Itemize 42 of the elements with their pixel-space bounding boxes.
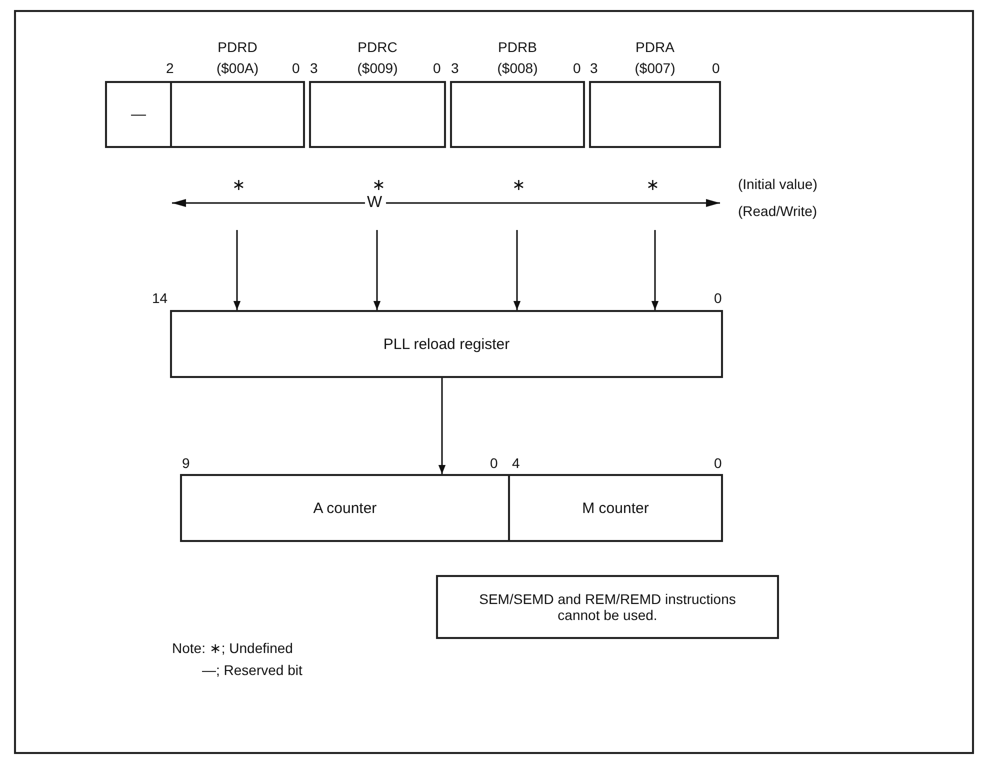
bit-number: 4 — [512, 455, 520, 471]
bit-number: 0 — [292, 60, 300, 76]
bit-number: 0 — [573, 60, 581, 76]
note-box — [436, 575, 779, 639]
note-text: Note: ∗; Undefined — [172, 640, 293, 656]
bit-number: 0 — [714, 455, 722, 471]
bit-number: 3 — [310, 60, 318, 76]
register-label: M counter — [582, 500, 649, 516]
access-mark: W — [367, 194, 382, 212]
reserved-mark: — — [131, 106, 146, 123]
register-label: A counter — [313, 500, 377, 516]
register-label: PLL reload register — [383, 336, 510, 352]
field-label: (Read/Write) — [738, 203, 818, 219]
bit-number: 0 — [490, 455, 498, 471]
bit-number: 9 — [182, 455, 190, 471]
register-name: PDRA ($007) — [634, 38, 676, 78]
register-name: PDRB ($008) — [496, 38, 539, 78]
asterisk: ∗ — [646, 176, 659, 195]
bit-number: 2 — [166, 60, 174, 76]
bit-number: 0 — [433, 60, 441, 76]
register-box — [180, 474, 510, 542]
field-label: (Initial value) — [738, 176, 818, 192]
bit-number: 14 — [152, 290, 168, 306]
arrow — [373, 230, 381, 310]
bit-number: 3 — [451, 60, 459, 76]
arrow — [513, 230, 521, 310]
asterisk: ∗ — [512, 176, 525, 195]
register-name: PDRD ($00A) — [215, 38, 260, 78]
bit-number: 0 — [712, 60, 720, 76]
note-text: SEM/SEMD and REM/REMD instructions cannot be used. — [478, 591, 737, 623]
arrow — [438, 378, 446, 474]
arrow — [651, 230, 659, 310]
reserved-bit-cell — [105, 81, 172, 148]
bit-number: 0 — [714, 290, 722, 306]
asterisk: ∗ — [372, 176, 385, 195]
register-box — [508, 474, 723, 542]
arrow — [233, 230, 241, 310]
asterisk: ∗ — [232, 176, 245, 195]
note-text: —; Reserved bit — [202, 662, 302, 678]
register-name: PDRC ($009) — [356, 38, 399, 78]
register-box — [170, 310, 723, 378]
bit-number: 3 — [590, 60, 598, 76]
